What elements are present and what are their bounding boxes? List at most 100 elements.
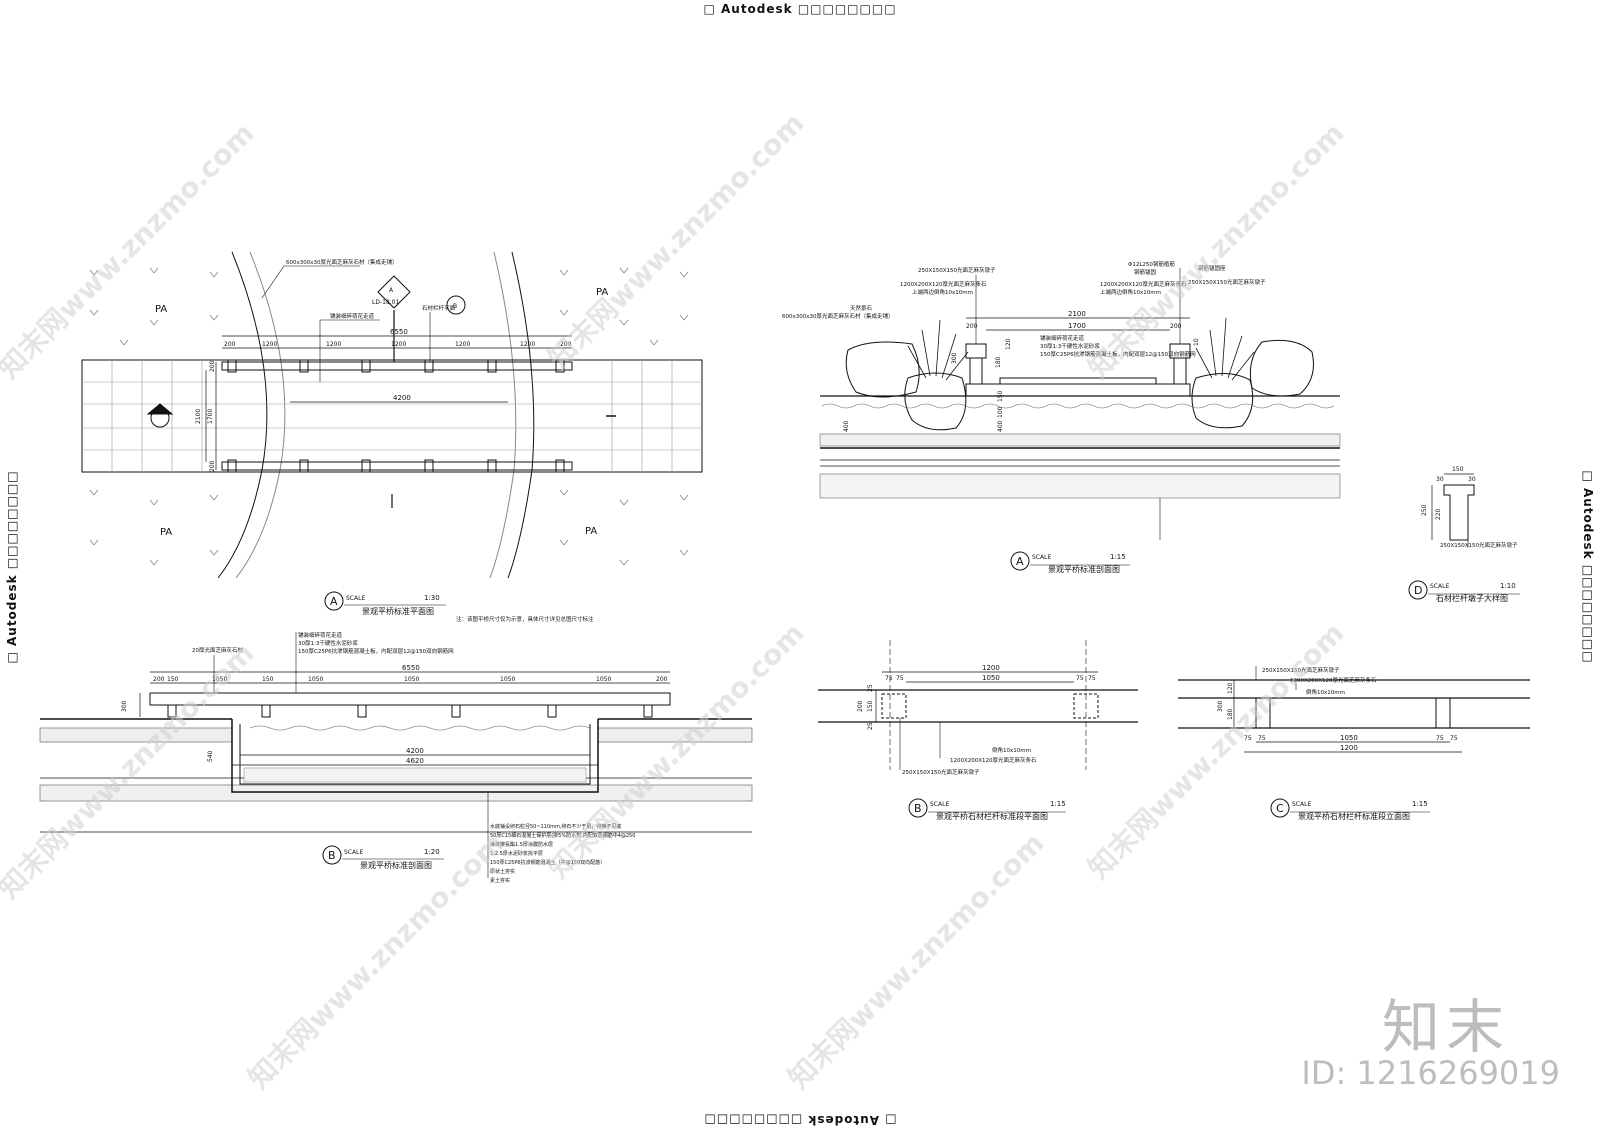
section-b-scale: 1:20	[424, 848, 440, 856]
deck-slab	[149, 692, 671, 706]
water-surface	[249, 725, 591, 731]
detail-b2-scale: 1:15	[1050, 800, 1066, 808]
sb-dim-150-2: 150	[262, 676, 274, 683]
rail-bottom	[221, 461, 573, 471]
db2-dim-150: 150	[867, 700, 874, 712]
detail-d-ref-circle	[1408, 580, 1428, 600]
sa-label-post-right: 250X150X150光面芝麻灰墩子	[1188, 278, 1266, 286]
section-b-text: 铺装细碎荷花走道 30厚1:3干硬性水泥砂浆 150厚C25P6抗渗钢筋混凝土板…	[121, 631, 668, 884]
sb-dim-1050-2: 1050	[308, 676, 323, 683]
plan-a-ref-circle	[324, 591, 344, 611]
plan-a-scale-word: SCALE	[346, 595, 365, 602]
sb-dim-total: 6550	[402, 664, 420, 672]
detail-d-text: 150 30 30 250 220 250X150X150光面芝麻灰墩子 D S…	[1414, 466, 1518, 603]
elevation-marker-arrow	[146, 403, 174, 415]
marker-b-letter: B	[453, 303, 457, 310]
section-b	[39, 632, 753, 878]
watermark-2: 知末网www.znzmo.com	[542, 106, 811, 375]
sa-label-rail-right: 1200X200X120厚光面芝麻灰条石	[1100, 280, 1187, 288]
plant-right	[1195, 317, 1255, 381]
section-a-scale-word: SCALE	[1032, 554, 1051, 561]
autodesk-banner-top: □ Autodesk □□□□□□□□	[703, 2, 897, 16]
dd-dim-150: 150	[1452, 466, 1464, 473]
pool-wall	[231, 719, 599, 793]
post-profile	[1443, 484, 1475, 541]
sa-label-mid1: 铺装细碎荷花走道	[1040, 334, 1085, 342]
detail-d-title: 石材栏杆墩子大样图	[1436, 593, 1508, 603]
sa-label-rebar: Φ12L250钢筋植筋	[1128, 260, 1175, 268]
watermark-6: 知末网www.znzmo.com	[1082, 616, 1351, 885]
dc-dim-300: 300	[1217, 700, 1224, 712]
dc-label-chamfer: 倒角10x10mm	[1306, 688, 1345, 696]
db2-dim-75-4: 75	[1088, 675, 1096, 682]
pebble-layer	[819, 433, 1341, 447]
dd-dim-30-left: 30	[1436, 476, 1444, 483]
db2-dim-75-1: 75	[885, 675, 893, 682]
marker-a-letter: A	[389, 287, 394, 294]
sb-label-top2: 30厚1:3干硬性水泥砂浆	[298, 639, 358, 647]
label-top: 铺装细碎荷花走道	[330, 312, 375, 320]
pebble-bed	[243, 767, 587, 783]
sa-dim-400: 400	[843, 420, 850, 432]
watermark-3: 知末网www.znzmo.com	[1082, 116, 1351, 385]
section-a-text: 250X150X150光面芝麻灰墩子 1200X200X120厚光面芝麻灰条石 …	[782, 260, 1266, 574]
detail-marker-b	[446, 295, 466, 315]
sa-dim-200-left: 200	[966, 323, 978, 330]
pool-inner	[239, 724, 591, 785]
sb-label-top1: 铺装细碎荷花走道	[298, 631, 343, 639]
dc-dim-75-1: 75	[1244, 735, 1252, 742]
detail-d-scale-word: SCALE	[1430, 583, 1449, 590]
sb-dim-4620: 4620	[406, 757, 424, 765]
watermark-4: 知末网www.znzmo.com	[0, 636, 260, 905]
db2-dim-1050: 1050	[982, 674, 1000, 682]
dim-2100: 2100	[195, 409, 202, 424]
sa-dim-180: 180	[995, 356, 1002, 368]
detail-b2-scale-word: SCALE	[930, 801, 949, 808]
detail-c-scale: 1:15	[1412, 800, 1428, 808]
sb-note-3: 涂抹聚氨酯1.5厚涂膜防水层	[490, 841, 553, 848]
post-cap-left	[965, 343, 987, 359]
bank-left-inner	[235, 251, 286, 579]
label-paving: 600x300x30厚光面芝麻灰石材（集成走铺）	[286, 258, 398, 266]
rail-top	[221, 361, 573, 371]
post-left	[969, 357, 983, 385]
plan-a	[81, 251, 703, 611]
dc-dim-75-2: 75	[1258, 735, 1266, 742]
detail-b2-ref-circle	[908, 798, 928, 818]
rock-right-1	[1249, 339, 1314, 397]
db2-dim-75-3: 75	[1076, 675, 1084, 682]
sa-dim-150: 150	[997, 390, 1004, 402]
sb-note-2: 50厚C15细石混凝土保护层(掺5%防水剂,内配双层钢筋中4@250	[490, 832, 635, 839]
dim-1200-4: 1200	[455, 341, 470, 348]
sb-note-7: 素土夯实	[490, 877, 510, 884]
brand-logo: 知末	[1381, 993, 1510, 1061]
dim-1200-3: 1200	[391, 341, 406, 348]
dc-label-rail: 1200X200X120厚光面芝麻灰条石	[1290, 676, 1377, 684]
dc-dim-75-4: 75	[1450, 735, 1458, 742]
detail-b2-ref-letter: B	[914, 802, 922, 815]
dim-1200-5: 1200	[520, 341, 535, 348]
pa-label-1: PA	[155, 304, 167, 315]
db2-label-rail: 1200X200X120厚光面芝麻灰条石	[950, 756, 1037, 764]
detail-c	[1178, 666, 1530, 818]
dd-dim-250: 250	[1421, 504, 1428, 516]
db2-dim-25-top: 25	[867, 684, 874, 692]
plan-a-note: 注：该图平桥尺寸仅为示意，具体尺寸详见总图尺寸标注	[456, 615, 594, 623]
sa-label-pave: 600x300x30厚光面芝麻灰石材（集成走铺）	[782, 312, 894, 320]
dc-dim-120: 120	[1227, 682, 1234, 694]
watermark-5: 知末网www.znzmo.com	[542, 616, 811, 885]
section-b-title: 景观平桥标准剖面图	[360, 860, 432, 870]
dd-label: 250X150X150光面芝麻灰墩子	[1440, 541, 1518, 549]
detail-b2-title: 景观平桥石材栏杆标准段平面图	[936, 811, 1048, 821]
post-plan-left	[881, 693, 907, 719]
dc-dim-1200: 1200	[1340, 744, 1358, 752]
path-strip	[81, 359, 703, 473]
sa-label-rock: 天然景石	[850, 304, 873, 312]
dd-dim-220: 220	[1435, 508, 1442, 520]
sa-label-rail-left: 1200X200X120厚光面芝麻灰条石	[900, 280, 987, 288]
sa-dim-200-right: 200	[1170, 323, 1182, 330]
sa-dim-1700: 1700	[1068, 322, 1086, 330]
deck-posts	[167, 704, 653, 718]
sb-dim-1050-5: 1050	[596, 676, 611, 683]
sa-label-anchor: 钢筋锚固	[1134, 268, 1157, 276]
